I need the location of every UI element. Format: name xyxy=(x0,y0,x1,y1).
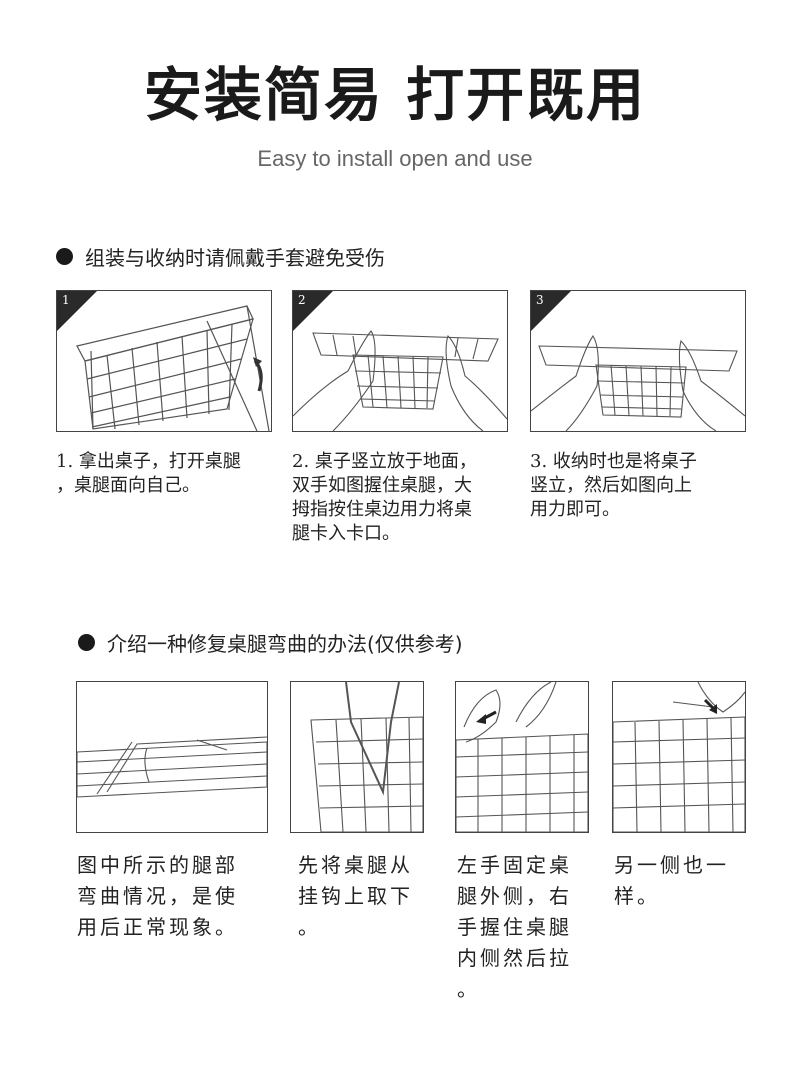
step1-number: 1 xyxy=(62,293,70,307)
section1-heading-text: 组装与收纳时请佩戴手套避免受伤 xyxy=(85,246,385,270)
section2-heading: 介绍一种修复桌腿弯曲的办法(仅供参考) xyxy=(78,628,463,657)
caption-line: 2. 桌子竖立放于地面， xyxy=(292,451,477,472)
remove-leg-from-hook-illustration xyxy=(310,682,423,832)
step2-image: 2 xyxy=(292,290,508,432)
folding-table-open-leg-illustration xyxy=(76,305,270,431)
fold-table-up-illustration xyxy=(531,334,745,431)
step-corner-badge xyxy=(531,291,571,331)
section1-heading: 组装与收纳时请佩戴手套避免受伤 xyxy=(56,242,385,271)
caption-line: 另一侧也一 xyxy=(614,853,729,877)
caption-line: 拇指按住桌边用力将桌 xyxy=(292,499,472,520)
caption-line: 双手如图握住桌腿，大 xyxy=(292,475,472,496)
caption-line: 左手固定桌 xyxy=(457,853,572,877)
caption-line: 内侧然后拉 xyxy=(457,946,572,970)
caption-line: 用后正常现象。 xyxy=(77,915,238,939)
repair-step2-image xyxy=(290,681,424,833)
step-corner-badge xyxy=(293,291,333,331)
hands-press-leg-illustration xyxy=(293,330,507,431)
caption-line: 3. 收纳时也是将桌子 xyxy=(530,451,697,472)
step2-caption: 2. 桌子竖立放于地面， 双手如图握住桌腿，大 拇指按住桌边用力将桌 腿卡入卡口… xyxy=(292,450,522,546)
other-side-illustration xyxy=(613,682,745,832)
repair-step4-image xyxy=(612,681,746,833)
caption-line: 弯曲情况，是使 xyxy=(77,884,238,908)
step1-caption: 1. 拿出桌子，打开桌腿 ，桌腿面向自己。 xyxy=(56,450,286,498)
caption-line: 先将桌腿从 xyxy=(298,853,413,877)
section2-heading-text: 介绍一种修复桌腿弯曲的办法(仅供参考) xyxy=(107,632,463,656)
page-title: 安装简易 打开既用 xyxy=(143,61,647,129)
caption-line: 用力即可。 xyxy=(530,499,620,520)
repair-step1-image xyxy=(76,681,268,833)
caption-line: ，桌腿面向自己。 xyxy=(56,475,200,496)
repair-step2-caption: 先将桌腿从 挂钩上取下 。 xyxy=(298,850,438,943)
step2-number: 2 xyxy=(298,293,306,307)
bullet-dot-icon xyxy=(78,634,95,651)
caption-line: 1. 拿出桌子，打开桌腿 xyxy=(56,451,241,472)
step1-image: 1 xyxy=(56,290,272,432)
repair-step4-caption: 另一侧也一 样。 xyxy=(614,850,754,912)
caption-line: 竖立，然后如图向上 xyxy=(530,475,692,496)
step3-image: 3 xyxy=(530,290,746,432)
bent-leg-illustration xyxy=(77,736,267,798)
caption-line: 。 xyxy=(457,977,480,1001)
pull-leg-illustration xyxy=(456,682,588,832)
caption-line: 图中所示的腿部 xyxy=(77,853,238,877)
repair-step1-caption: 图中所示的腿部 弯曲情况，是使 用后正常现象。 xyxy=(77,850,277,943)
caption-line: 手握住桌腿 xyxy=(457,915,572,939)
step-corner-badge xyxy=(57,291,97,331)
caption-line: 样。 xyxy=(614,884,660,908)
caption-line: 。 xyxy=(298,915,321,939)
page-subtitle: Easy to install open and use xyxy=(257,146,533,171)
repair-step3-image xyxy=(455,681,589,833)
repair-step3-caption: 左手固定桌 腿外侧，右 手握住桌腿 内侧然后拉 。 xyxy=(457,850,597,1005)
bullet-dot-icon xyxy=(56,248,73,265)
step3-caption: 3. 收纳时也是将桌子 竖立，然后如图向上 用力即可。 xyxy=(530,450,760,522)
caption-line: 挂钩上取下 xyxy=(298,884,413,908)
caption-line: 腿卡入卡口。 xyxy=(292,523,400,544)
caption-line: 腿外侧，右 xyxy=(457,884,572,908)
step3-number: 3 xyxy=(536,293,544,307)
